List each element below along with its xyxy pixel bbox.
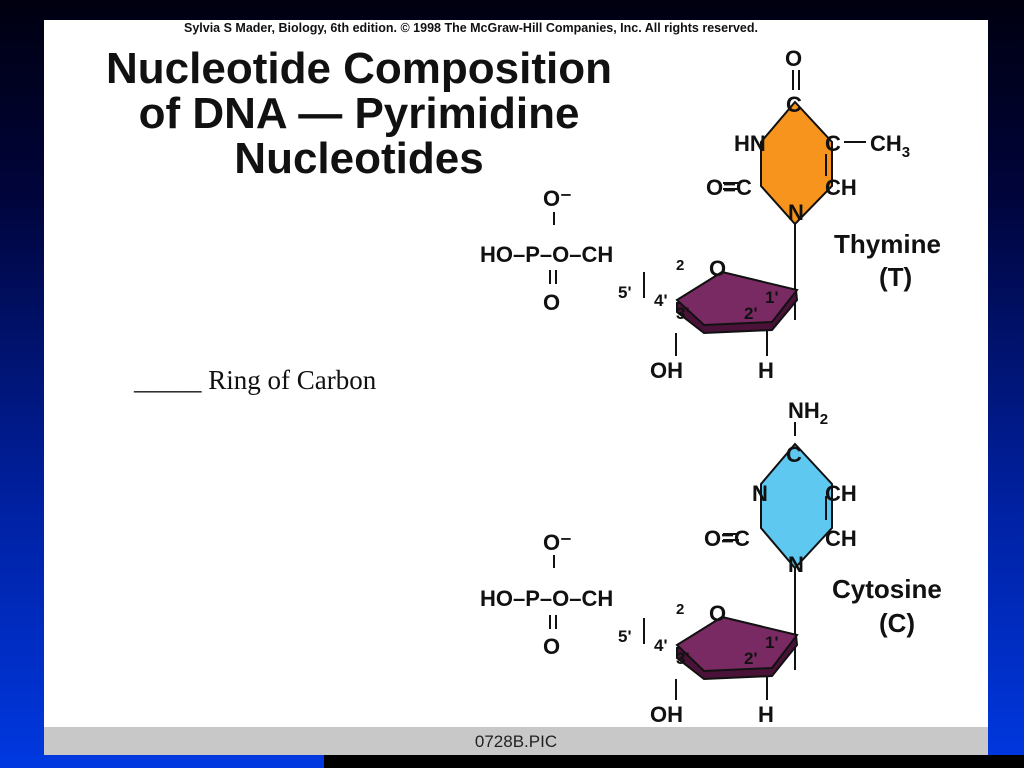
sugar-c1-label: 1'	[765, 288, 779, 307]
thymine-nucleotide: O C HN C CH3 O=C CH N Thymine (T) O⁻ HO–…	[480, 46, 941, 383]
phosphate-subscript: 2	[676, 601, 684, 618]
sugar-c1-label: 1'	[765, 633, 779, 652]
slide-panel: Sylvia S Mader, Biology, 6th edition. © …	[44, 20, 988, 755]
sugar-ring-o: O	[709, 601, 726, 626]
footer-bar: 0728B.PIC	[44, 727, 988, 755]
page-title: Nucleotide Composition of DNA — Pyrimidi…	[44, 46, 674, 181]
phosphate-chain: HO–P–O–CH	[480, 586, 613, 611]
thymine-atom-o: O	[785, 46, 802, 71]
sugar-h: H	[758, 358, 774, 383]
phosphate-o-minus: O⁻	[543, 186, 572, 211]
cytosine-nucleotide: NH2 C N CH O=C CH N Cytosine (C) O⁻ HO–P…	[480, 398, 942, 727]
thymine-atom-hn: HN	[734, 131, 766, 156]
thymine-atom-n: N	[788, 200, 804, 225]
sugar-c4-label: 4'	[654, 291, 668, 310]
thymine-atom-ch3: CH3	[870, 131, 910, 161]
sugar-c5-label: 5'	[618, 627, 632, 646]
copyright-credit: Sylvia S Mader, Biology, 6th edition. © …	[184, 21, 758, 35]
title-line: Nucleotides	[234, 134, 484, 183]
bottom-accent-bar	[0, 755, 324, 768]
fill-in-blank-label: _____ Ring of Carbon	[134, 365, 377, 395]
cytosine-name: Cytosine	[832, 574, 942, 604]
title-line: Nucleotide Composition	[106, 44, 612, 93]
sugar-ring-o: O	[709, 256, 726, 281]
sugar-h: H	[758, 702, 774, 727]
phosphate-subscript: 2	[676, 257, 684, 274]
title-line: of DNA — Pyrimidine	[138, 89, 580, 138]
sugar-c3-label: 3'	[676, 649, 690, 668]
thymine-atom-oc: O=C	[706, 175, 752, 200]
phosphate-o-minus: O⁻	[543, 530, 572, 555]
thymine-abbr: (T)	[879, 262, 912, 292]
sugar-oh: OH	[650, 358, 683, 383]
cytosine-abbr: (C)	[879, 608, 915, 638]
cytosine-atom-ch: CH	[825, 526, 857, 551]
cytosine-atom-n: N	[788, 552, 804, 577]
phosphate-o-bottom: O	[543, 634, 560, 659]
thymine-atom-ch: CH	[825, 175, 857, 200]
sugar-c3-label: 3'	[676, 304, 690, 323]
footer-filename: 0728B.PIC	[474, 732, 558, 751]
thymine-atom-c: C	[786, 92, 802, 117]
sugar-c5-label: 5'	[618, 283, 632, 302]
thymine-sugar-ring	[675, 270, 799, 327]
cytosine-atom-oc: O=C	[704, 526, 750, 551]
cytosine-atom-ch: CH	[825, 481, 857, 506]
sugar-c2-label: 2'	[744, 649, 758, 668]
sugar-c4-label: 4'	[654, 636, 668, 655]
nucleotide-diagram: O C HN C CH3 O=C CH N Thymine (T) O⁻ HO–…	[480, 46, 942, 727]
phosphate-o-bottom: O	[543, 290, 560, 315]
cytosine-atom-n: N	[752, 481, 768, 506]
cytosine-atom-c: C	[786, 442, 802, 467]
cytosine-atom-nh2: NH2	[788, 398, 828, 428]
thymine-name: Thymine	[834, 229, 941, 259]
thymine-atom-c: C	[825, 131, 841, 156]
cytosine-sugar-ring	[675, 615, 799, 673]
phosphate-chain: HO–P–O–CH	[480, 242, 613, 267]
sugar-c2-label: 2'	[744, 304, 758, 323]
sugar-oh: OH	[650, 702, 683, 727]
